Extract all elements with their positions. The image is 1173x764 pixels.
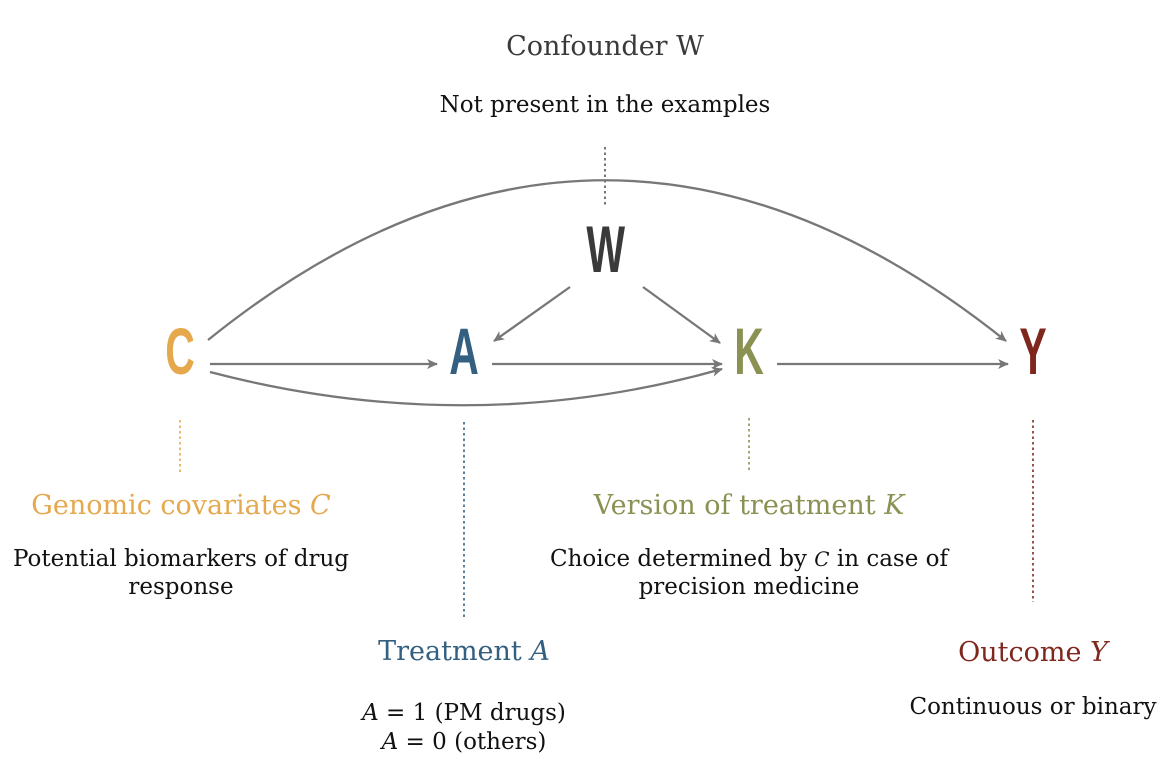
- treatment-line1: A = 1 (PM drugs): [314, 699, 614, 728]
- treatment-line2-note: (others): [454, 729, 547, 756]
- version-title-text: Version of treatment: [593, 490, 876, 521]
- outcome-title: Outcome Y: [903, 638, 1163, 668]
- version-title-symbol: K: [884, 490, 905, 521]
- version-description: Choice determined by C in case of precis…: [519, 546, 979, 601]
- treatment-description: A = 1 (PM drugs) A = 0 (others): [314, 699, 614, 758]
- version-title: Version of treatment K: [549, 491, 949, 521]
- treatment-line1-note: (PM drugs): [434, 700, 566, 726]
- confounder-description: Not present in the examples: [405, 92, 805, 120]
- node-c: C: [165, 314, 195, 388]
- node-w: W: [586, 212, 626, 286]
- version-description-post: in case of: [829, 546, 949, 572]
- genomic-description-line1: Potential biomarkers of drug: [12, 546, 350, 572]
- treatment-line2-eq: = 0: [398, 729, 455, 756]
- arrow-w-to-a: [493, 286, 571, 342]
- node-y: Y: [1019, 314, 1047, 388]
- arrow-w-to-k: [642, 286, 721, 344]
- treatment-line1-eq: = 1: [378, 700, 435, 726]
- treatment-line2: A = 0 (others): [314, 728, 614, 757]
- version-description-pre: Choice determined by: [549, 546, 815, 572]
- genomic-title-text: Genomic covariates: [31, 490, 302, 521]
- genomic-title: Genomic covariates C: [0, 491, 362, 521]
- genomic-description: Potential biomarkers of drug response: [0, 546, 362, 601]
- treatment-title-text: Treatment: [378, 636, 522, 667]
- genomic-title-symbol: C: [310, 490, 331, 521]
- version-description-line1: Choice determined by C in case of: [519, 546, 979, 574]
- treatment-line2-var: A: [381, 729, 399, 756]
- node-a: A: [449, 314, 479, 388]
- outcome-title-symbol: Y: [1090, 637, 1108, 668]
- confounder-description-text: Not present in the examples: [439, 92, 771, 118]
- genomic-description-line2: response: [128, 573, 234, 600]
- version-description-var: C: [814, 547, 830, 571]
- outcome-description: Continuous or binary: [893, 694, 1173, 722]
- treatment-title-symbol: A: [530, 636, 550, 667]
- arrow-c-to-y: [207, 179, 1007, 342]
- treatment-title: Treatment A: [314, 637, 614, 667]
- node-k: K: [734, 314, 764, 388]
- treatment-line1-var: A: [362, 700, 379, 726]
- confounder-title: Confounder W: [506, 31, 704, 62]
- arrow-c-to-k: [209, 366, 723, 407]
- version-description-line2: precision medicine: [638, 573, 860, 600]
- outcome-description-text: Continuous or binary: [909, 694, 1157, 720]
- outcome-title-text: Outcome: [958, 637, 1082, 668]
